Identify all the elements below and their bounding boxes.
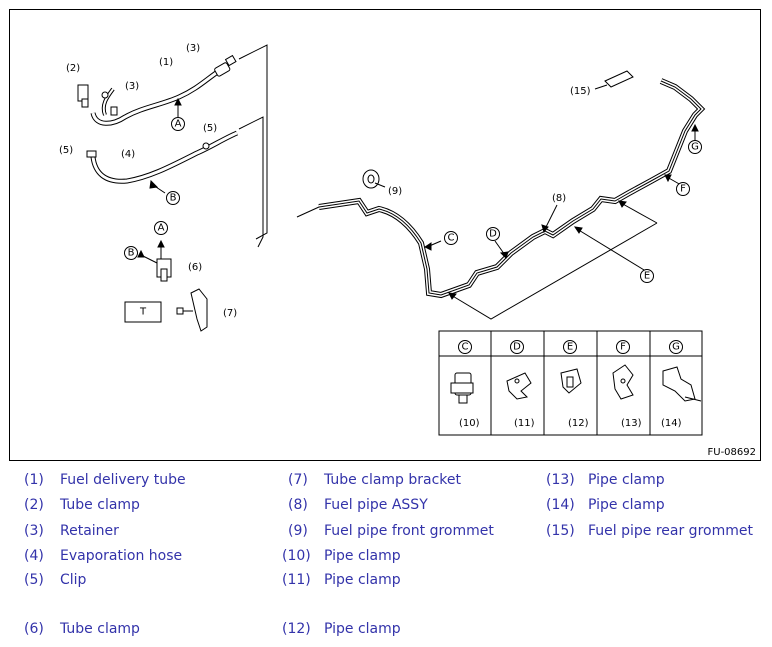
legend-item: (6) Tube clamp <box>24 621 140 637</box>
legend-num: (14) <box>546 497 575 513</box>
letter-a-lower: A <box>158 223 165 234</box>
legend-text: Pipe clamp <box>324 621 401 637</box>
legend-num: (10) <box>282 548 311 564</box>
legend-num: (11) <box>282 572 311 588</box>
legend-text: Pipe clamp <box>324 548 401 564</box>
arrow-a-upper <box>174 97 182 117</box>
parts-legend: (1) Fuel delivery tube (2) Tube clamp (3) R… <box>0 468 772 647</box>
letter-e: E <box>644 271 650 282</box>
legend-num: (6) <box>24 621 44 637</box>
legend-text: Tube clamp <box>60 497 140 513</box>
diagram-frame: (3) (1) (2) (3) (5) (5) (4) (6) (7) (8) … <box>9 9 761 461</box>
legend-item: (13) Pipe clamp <box>546 472 665 488</box>
circled-letters <box>124 117 702 283</box>
legend-text: Pipe clamp <box>588 472 665 488</box>
legend-text: Fuel pipe front grommet <box>324 523 494 539</box>
evaporation-hose <box>86 130 238 184</box>
legend-num: (3) <box>24 523 44 539</box>
letter-b-lower: B <box>128 248 135 259</box>
legend-item: (3) Retainer <box>24 523 119 539</box>
legend-num: (9) <box>288 523 308 539</box>
legend-num: (1) <box>24 472 44 488</box>
legend-item: (10) Pipe clamp <box>282 548 401 564</box>
legend-item: (14) Pipe clamp <box>546 497 665 513</box>
callout-5-left: (5) <box>59 145 73 156</box>
detail-table: C D E F G (10) (11) (12) (13) <box>438 330 703 436</box>
legend-num: (13) <box>546 472 575 488</box>
legend-text: Fuel delivery tube <box>60 472 186 488</box>
arrow-b-upper <box>149 179 166 194</box>
legend-item: (12) Pipe clamp <box>282 621 401 637</box>
table-part-11: (11) <box>514 418 535 429</box>
fuel-delivery-tube <box>90 54 237 126</box>
letter-d: D <box>489 229 497 240</box>
callout-5-right: (5) <box>203 123 217 134</box>
legend-item: (2) Tube clamp <box>24 497 140 513</box>
letter-c: C <box>448 233 455 244</box>
legend-num: (8) <box>288 497 308 513</box>
table-header-c: C <box>462 342 469 353</box>
pointer-arrows <box>374 84 699 320</box>
legend-text: Pipe clamp <box>324 572 401 588</box>
letter-a-upper: A <box>175 119 182 130</box>
legend-text: Pipe clamp <box>588 497 665 513</box>
fuel-pipe-assy <box>296 78 706 299</box>
callout-3-top: (3) <box>186 43 200 54</box>
legend-num: (5) <box>24 572 44 588</box>
legend-text: Tube clamp <box>60 621 140 637</box>
callout-6: (6) <box>188 262 202 273</box>
table-header-d: D <box>513 342 521 353</box>
legend-text: Tube clamp bracket <box>324 472 462 488</box>
tube-clamp-6-part <box>137 239 172 282</box>
callout-15: (15) <box>570 86 591 97</box>
letter-b-upper: B <box>170 193 177 204</box>
table-part-12: (12) <box>568 418 589 429</box>
callout-3-left: (3) <box>125 81 139 92</box>
table-part-10: (10) <box>459 418 480 429</box>
callout-8: (8) <box>552 193 566 204</box>
legend-item: (8) Fuel pipe ASSY <box>288 497 428 513</box>
legend-text: Evaporation hose <box>60 548 183 564</box>
retainer-part <box>110 106 118 116</box>
letter-g: G <box>691 142 699 153</box>
legend-text: Retainer <box>60 523 119 539</box>
legend-num: (12) <box>282 621 311 637</box>
callout-7: (7) <box>223 308 237 319</box>
callout-4: (4) <box>121 149 135 160</box>
callout-2: (2) <box>66 63 80 74</box>
legend-text: Fuel pipe ASSY <box>324 497 428 513</box>
figure-code: FU-08692 <box>707 447 757 458</box>
legend-item: (9) Fuel pipe front grommet <box>288 523 494 539</box>
torque-box <box>124 301 162 323</box>
table-header-g: G <box>672 342 680 353</box>
table-part-14: (14) <box>661 418 682 429</box>
callout-9: (9) <box>388 186 402 197</box>
fuel-pipe-front-grommet-part <box>362 169 380 189</box>
table-header-e: E <box>567 342 573 353</box>
break-lines <box>238 44 268 248</box>
legend-item: (5) Clip <box>24 572 86 588</box>
torque-label: T <box>139 307 147 318</box>
legend-item: (7) Tube clamp bracket <box>288 472 461 488</box>
legend-text: Clip <box>60 572 87 588</box>
legend-text: Fuel pipe rear grommet <box>588 523 753 539</box>
letter-f: F <box>680 184 686 195</box>
tube-clamp-bracket-part <box>176 288 208 332</box>
legend-item: (11) Pipe clamp <box>282 572 401 588</box>
legend-num: (15) <box>546 523 575 539</box>
legend-item: (4) Evaporation hose <box>24 548 182 564</box>
table-header-f: F <box>620 342 626 353</box>
legend-num: (2) <box>24 497 44 513</box>
callout-1: (1) <box>159 57 173 68</box>
legend-item: (1) Fuel delivery tube <box>24 472 186 488</box>
clamp-sketches <box>450 364 702 404</box>
legend-item: (15) Fuel pipe rear grommet <box>546 523 753 539</box>
tube-clamp-2 <box>77 84 109 108</box>
fuel-pipe-rear-grommet-part <box>604 70 634 88</box>
table-part-13: (13) <box>621 418 642 429</box>
fuel-line-diagram: (3) (1) (2) (3) (5) (5) (4) (6) (7) (8) … <box>59 43 706 436</box>
legend-num: (7) <box>288 472 308 488</box>
legend-num: (4) <box>24 548 44 564</box>
